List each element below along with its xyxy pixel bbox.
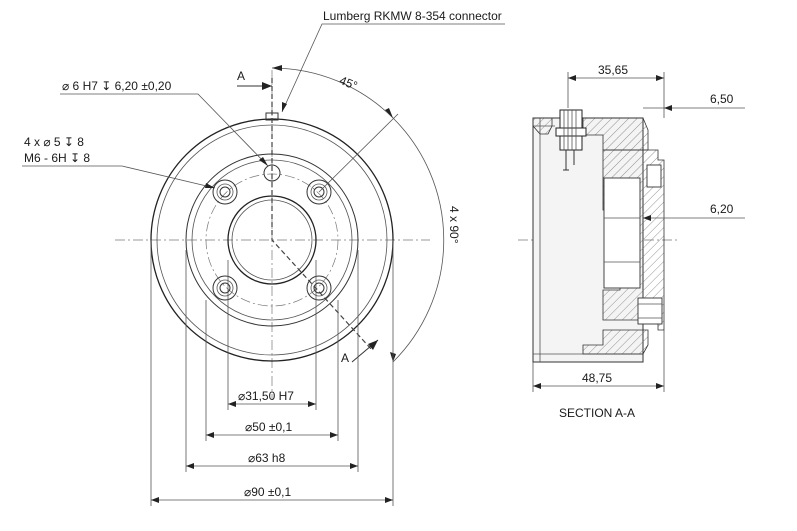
dim-top-arrow-l [568, 75, 576, 81]
section-title: SECTION A-A [559, 406, 635, 420]
angle-45-arc [271, 67, 394, 119]
section-thread-hole [637, 297, 663, 325]
threaded-hole-tr [306, 179, 332, 205]
connector-callout: Lumberg RKMW 8-354 connector [323, 9, 502, 23]
pin-hole-leader-arrow [259, 157, 268, 166]
dim-right-top: 6,50 [710, 92, 734, 106]
dim-right-mid: 6,20 [710, 202, 734, 216]
angle-90-arc [392, 117, 445, 363]
spigot-arrow-r [350, 463, 358, 469]
dim-outer: ⌀90 ±0,1 [244, 485, 292, 499]
section-marker-top: A [237, 69, 245, 83]
section-line [271, 78, 373, 351]
thread-callout-leader [22, 165, 216, 189]
dim-bottom-arrow-r [656, 383, 664, 389]
bore-circle [227, 195, 317, 285]
section-connector [555, 109, 587, 171]
dim-bore: ⌀31,50 H7 [238, 389, 294, 403]
connector-leader-arrow [282, 102, 287, 112]
section-marker-bottom: A [341, 351, 349, 365]
section-hatch-flange [532, 117, 553, 135]
thread-leader-arrow [205, 183, 215, 188]
angle-90-label: 4 x 90° [447, 206, 461, 244]
pin-hole-callout: ⌀ 6 H7 ↧ 6,20 ±0,20 [62, 79, 172, 93]
dim-spigot: ⌀63 h8 [248, 451, 286, 465]
angle-45-arrow-start [272, 65, 282, 71]
angle-extension-line [318, 113, 399, 193]
outer-chamfer-circle [156, 124, 388, 356]
dim-right-mid-arrow [643, 215, 651, 221]
threaded-hole-bl [212, 275, 238, 301]
pcd-arrow-l [206, 432, 214, 438]
threaded-hole-br [306, 275, 332, 301]
pin-hole [263, 164, 281, 182]
section-view: 35,65 6,50 6,20 48,75 SECTION A-A [518, 63, 745, 420]
section-arrow-top [262, 82, 272, 90]
thread-callout-line2: M6 - 6H ↧ 8 [24, 151, 90, 165]
section-hatch-bottom [582, 329, 649, 355]
dim-bottom: 48,75 [582, 371, 612, 385]
pcd-arrow-r [330, 432, 338, 438]
bore-arrow-r [308, 401, 316, 407]
pin-hole-leader [60, 93, 269, 167]
outer-arrow-l [151, 497, 159, 503]
spigot-arrow-l [186, 463, 194, 469]
dim-pcd: ⌀50 ±0,1 [245, 420, 293, 434]
dim-top-arrow-r [656, 75, 664, 81]
angle-45-arrow-end [385, 108, 393, 118]
dim-right-top-arrow [664, 105, 672, 111]
section-arrow-bottom [368, 340, 378, 350]
outer-arrow-r [385, 497, 393, 503]
threaded-hole-tl [212, 179, 238, 205]
angle-45-label: 45° [337, 73, 359, 93]
dim-bottom-arrow-l [533, 383, 541, 389]
dim-top: 35,65 [598, 63, 628, 77]
connector-leader [281, 23, 505, 113]
thread-callout-line1: 4 x ⌀ 5 ↧ 8 [24, 135, 84, 149]
front-view: A A Lumberg RKMW 8-354 connector ⌀ 6 H7 … [22, 9, 505, 506]
section-pin-hole [646, 164, 662, 188]
section-bore [603, 177, 641, 289]
bore-arrow-l [228, 401, 236, 407]
